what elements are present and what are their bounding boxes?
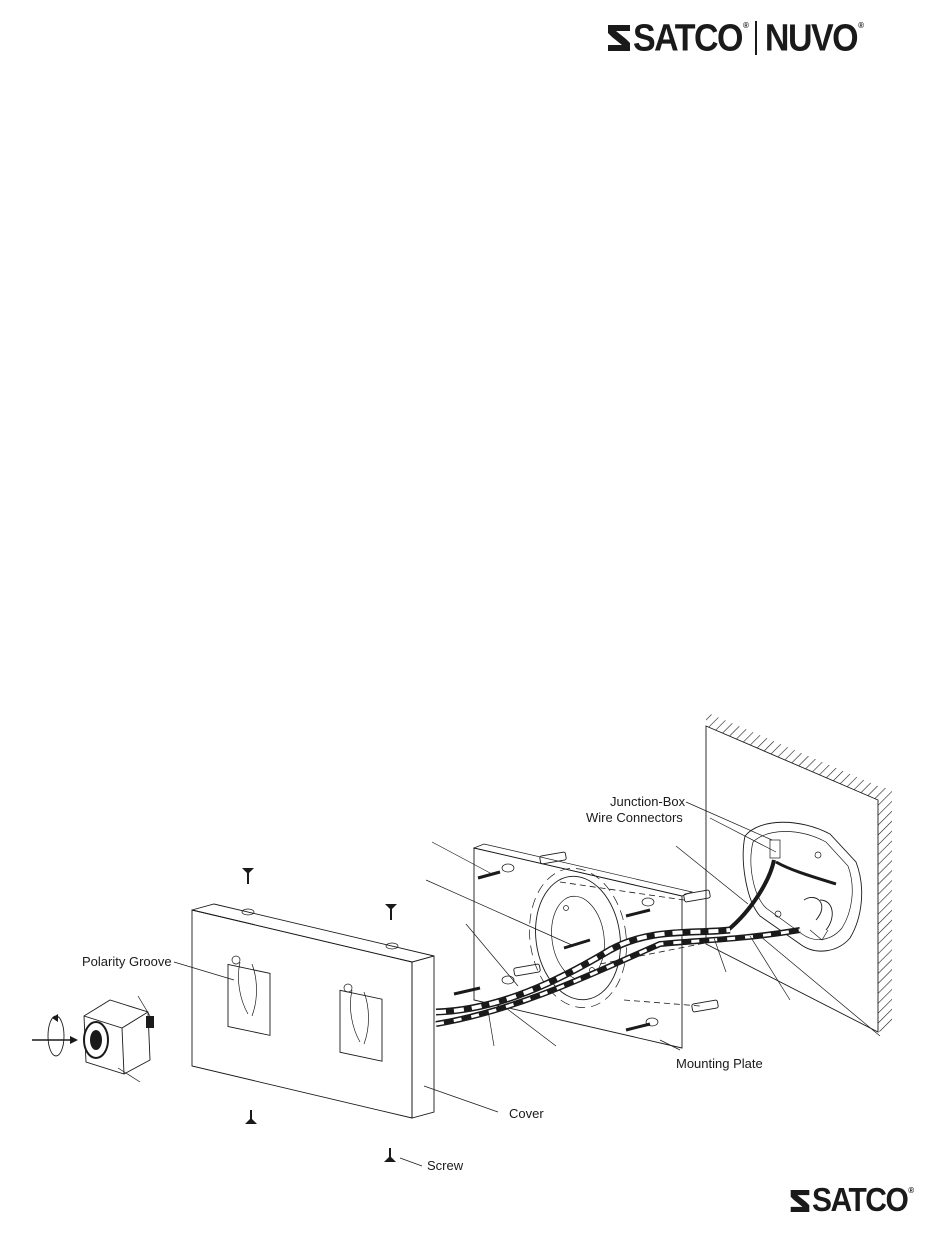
screw-top-left — [242, 868, 254, 884]
satco-s-mark-icon — [789, 1186, 811, 1216]
label-polarity-groove: Polarity Groove — [82, 954, 172, 969]
cable-run — [436, 930, 800, 1024]
label-wire-connectors: Wire Connectors — [586, 810, 683, 825]
screw-bottom-left — [245, 1110, 257, 1124]
rotate-arrow-icon — [32, 1014, 78, 1056]
satco-logo-footer: SATCO ® — [789, 1183, 914, 1219]
leader-lines — [118, 802, 880, 1166]
screw-bottom-right — [384, 1148, 396, 1162]
label-junction-box: Junction-Box — [610, 794, 686, 809]
lamp-socket — [84, 1000, 154, 1074]
label-mounting-plate: Mounting Plate — [676, 1056, 763, 1071]
label-cover: Cover — [509, 1106, 544, 1121]
screw-top-right — [385, 904, 397, 920]
cover-screws — [242, 868, 397, 1162]
junction-box — [743, 822, 861, 951]
registered-mark: ® — [908, 1186, 914, 1195]
cover — [192, 904, 434, 1118]
satco-wordmark: SATCO — [812, 1184, 907, 1218]
label-screw: Screw — [427, 1158, 464, 1173]
